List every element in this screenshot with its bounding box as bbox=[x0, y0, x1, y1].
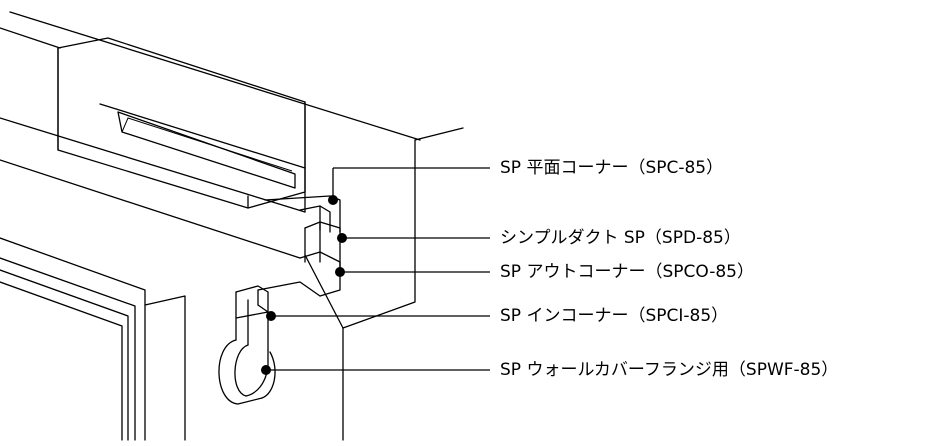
leader-dot-spwf bbox=[261, 365, 271, 375]
duct-assembly bbox=[218, 195, 341, 405]
leader-dot-spd bbox=[337, 233, 347, 243]
label-spci: SP インコーナー（SPCI-85） bbox=[500, 306, 729, 326]
label-spd: シンプルダクト SP（SPD-85） bbox=[500, 228, 741, 248]
leader-lines bbox=[261, 167, 490, 375]
window-frame bbox=[0, 237, 186, 441]
label-spc: SP 平面コーナー（SPC-85） bbox=[500, 158, 724, 178]
ceiling-outline bbox=[0, 11, 464, 141]
label-spco: SP アウトコーナー（SPCO-85） bbox=[500, 262, 754, 282]
leader-dot-spc bbox=[328, 195, 338, 205]
air-conditioner-unit bbox=[57, 37, 306, 209]
leader-dot-spco bbox=[335, 267, 345, 277]
label-spwf: SP ウォールカバーフランジ用（SPWF-85） bbox=[500, 360, 839, 380]
leader-dot-spci bbox=[266, 311, 276, 321]
wall-outline bbox=[0, 101, 416, 441]
